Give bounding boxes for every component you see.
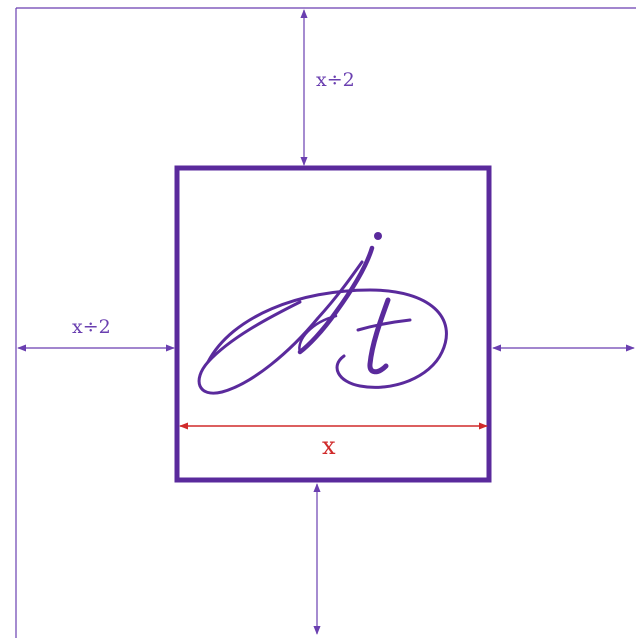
logo-loop-stroke bbox=[197, 260, 364, 395]
left-spacing-label: x÷2 bbox=[72, 316, 111, 338]
logo-t-crossbar bbox=[356, 318, 412, 332]
logo-t-stem bbox=[367, 297, 391, 375]
top-spacing-label: x÷2 bbox=[316, 69, 355, 91]
logo-width-label: x bbox=[322, 432, 336, 460]
logo-j-stem bbox=[297, 245, 375, 355]
logo-swash bbox=[298, 314, 338, 354]
jt-monogram-logo bbox=[197, 232, 448, 395]
logo-oval-stroke bbox=[206, 288, 448, 389]
logo-box bbox=[174, 165, 492, 483]
logo-j-dot bbox=[374, 232, 382, 240]
